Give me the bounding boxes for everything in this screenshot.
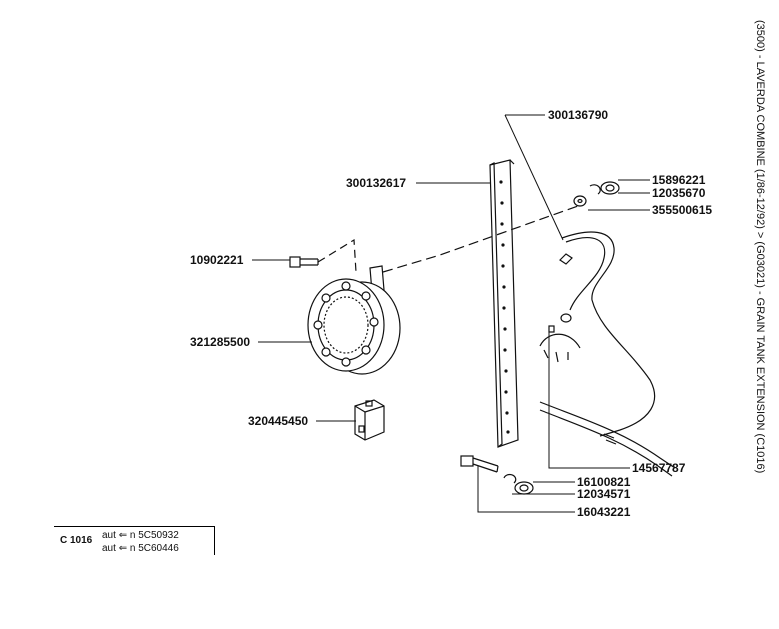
- label-12034571: 12034571: [577, 487, 631, 501]
- label-10902221: 10902221: [190, 253, 244, 267]
- cable-clip: [539, 325, 581, 363]
- upper-hardware: [573, 181, 620, 207]
- horn-assembly: [307, 265, 401, 375]
- reference-box: C 1016 aut ⇐ n 5C50932 aut ⇐ n 5C60446: [54, 526, 215, 555]
- arrow-left-icon: ⇐: [118, 530, 128, 541]
- reference-code: C 1016: [60, 535, 93, 546]
- reference-serial: n 5C60446: [129, 543, 179, 554]
- label-300132617: 300132617: [346, 176, 406, 190]
- label-14567787: 14567787: [632, 461, 686, 475]
- assembly-line-bolt: [317, 238, 357, 273]
- horn-bolt: [289, 256, 319, 268]
- label-321285500: 321285500: [190, 335, 250, 349]
- leader-lines: [252, 114, 650, 513]
- label-16043221: 16043221: [577, 505, 631, 519]
- arrow-left-icon: ⇐: [118, 543, 128, 554]
- reference-row: aut ⇐ n 5C50932: [102, 530, 179, 541]
- assembly-line-top: [382, 205, 579, 273]
- relay: [354, 399, 385, 441]
- label-15896221: 15896221: [652, 173, 706, 187]
- lower-hardware: [460, 455, 534, 495]
- label-12035670: 12035670: [652, 186, 706, 200]
- label-355500615: 355500615: [652, 203, 712, 217]
- side-title: (3500) - LAVERDA COMBINE (1/86-12/92) > …: [754, 20, 766, 473]
- reference-prefix: aut: [102, 543, 116, 554]
- label-16100821: 16100821: [577, 475, 631, 489]
- reference-row: aut ⇐ n 5C60446: [102, 543, 179, 554]
- label-300136790: 300136790: [548, 108, 608, 122]
- reference-serial: n 5C50932: [129, 530, 179, 541]
- label-320445450: 320445450: [248, 414, 308, 428]
- reference-prefix: aut: [102, 530, 116, 541]
- wiring-harness: [539, 231, 676, 477]
- vertical-bracket: [489, 159, 519, 448]
